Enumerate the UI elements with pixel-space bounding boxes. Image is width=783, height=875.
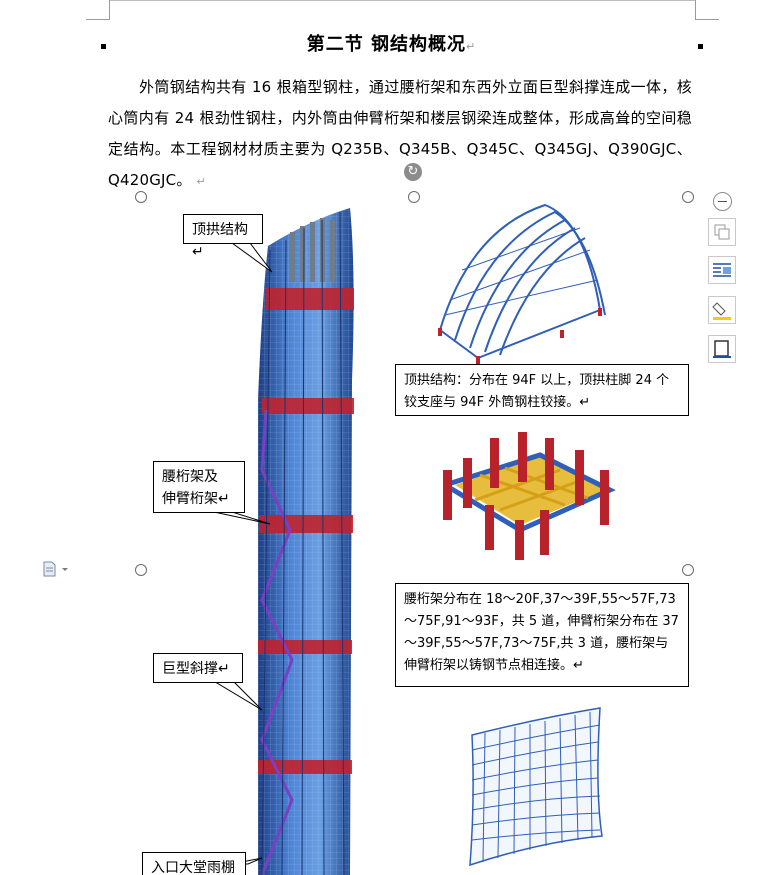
callout-waist-line1: 腰桁架及 xyxy=(162,469,218,485)
wrap-text-icon[interactable] xyxy=(708,256,736,284)
heading-bullet-right xyxy=(698,44,703,49)
callout-arch: 顶拱结构↵ xyxy=(183,214,263,260)
paragraph-mark: ↵ xyxy=(196,175,206,188)
tower-model-image xyxy=(258,208,354,875)
document-icon[interactable] xyxy=(42,561,72,577)
info-truss-description: 腰桁架分布在 18～20F,37～39F,55～57F,73～75F,91～93… xyxy=(395,583,689,687)
border-icon[interactable] xyxy=(708,335,736,363)
canopy-mesh-image xyxy=(469,707,603,867)
section-heading: 第二节 钢结构概况↵ xyxy=(0,30,783,56)
selection-handle-top-left[interactable] xyxy=(135,191,147,203)
page-top-edge xyxy=(110,0,695,1)
callout-arch-text: 顶拱结构↵ xyxy=(192,222,248,260)
info-arch-description: 顶拱结构：分布在 94F 以上，顶拱柱脚 24 个铰支座与 94F 外筒钢柱铰接… xyxy=(395,364,689,416)
callout-lobby-canopy: 入口大堂雨棚 xyxy=(142,852,246,875)
callout-brace-text: 巨型斜撑↵ xyxy=(162,661,230,677)
body-paragraph: 外筒钢结构共有 16 根箱型钢柱，通过腰桁架和东西外立面巨型斜撑连成一体，核心筒… xyxy=(108,72,692,197)
selection-handle-top-middle[interactable] xyxy=(408,191,420,203)
heading-bullet-left xyxy=(101,44,106,49)
collapse-icon[interactable] xyxy=(713,192,732,211)
callout-lobby-text: 入口大堂雨棚 xyxy=(151,860,235,875)
layout-options-icon[interactable] xyxy=(708,218,736,246)
info-truss-text: 腰桁架分布在 18～20F,37～39F,55～57F,73～75F,91～93… xyxy=(404,592,679,673)
selection-handle-top-right[interactable] xyxy=(682,191,694,203)
selection-handle-middle-left[interactable] xyxy=(135,564,147,576)
body-paragraph-text: 外筒钢结构共有 16 根箱型钢柱，通过腰桁架和东西外立面巨型斜撑连成一体，核心筒… xyxy=(108,78,692,189)
page-corner-top-left xyxy=(86,0,110,20)
selection-handle-middle-right[interactable] xyxy=(682,564,694,576)
rotate-icon[interactable]: ↻ xyxy=(404,163,422,181)
section-heading-text: 第二节 钢结构概况 xyxy=(306,34,467,55)
paragraph-mark: ↵ xyxy=(466,40,477,53)
fill-icon[interactable] xyxy=(708,296,736,324)
info-arch-text: 顶拱结构：分布在 94F 以上，顶拱柱脚 24 个铰支座与 94F 外筒钢柱铰接… xyxy=(404,373,670,410)
arch-structure-image xyxy=(438,203,606,364)
callout-mega-brace: 巨型斜撑↵ xyxy=(153,653,243,683)
callout-waist-line2: 伸臂桁架↵ xyxy=(162,491,230,507)
page-corner-top-right xyxy=(695,0,719,20)
waist-truss-image xyxy=(443,432,616,560)
callout-waist-truss: 腰桁架及伸臂桁架↵ xyxy=(153,461,245,513)
